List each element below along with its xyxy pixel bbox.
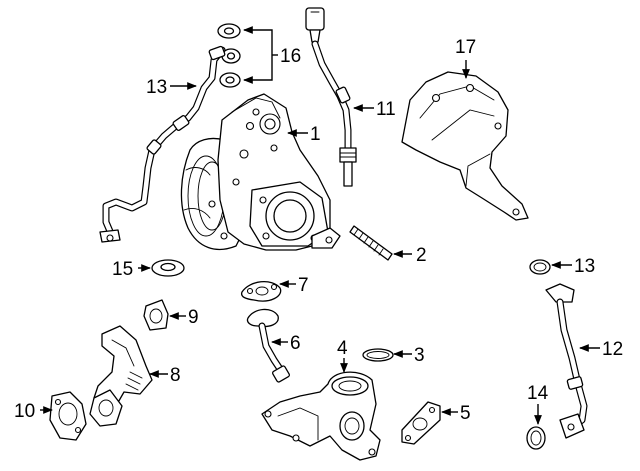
part-17-heat-shield bbox=[401, 71, 529, 221]
callout-7: 7 bbox=[298, 275, 309, 296]
part-2-stud bbox=[349, 225, 393, 261]
part-12-return-pipe bbox=[545, 283, 588, 439]
part-15-washer bbox=[151, 259, 185, 277]
callout-16: 16 bbox=[280, 46, 301, 67]
part-8-egr-pipe bbox=[89, 325, 153, 427]
callout-2: 2 bbox=[416, 245, 427, 266]
part-16-washers bbox=[217, 23, 241, 88]
part-1-turbocharger bbox=[180, 93, 341, 251]
callout-labels: 16 13 1 11 17 2 15 7 9 6 8 10 4 3 5 13 1… bbox=[14, 37, 623, 424]
part-3-seal bbox=[362, 348, 394, 362]
callout-10: 10 bbox=[14, 401, 35, 422]
part-13-seals bbox=[526, 259, 551, 450]
callout-13-top: 13 bbox=[574, 256, 595, 277]
callout-17: 17 bbox=[455, 37, 476, 58]
part-5-gasket bbox=[401, 401, 441, 445]
callout-6: 6 bbox=[290, 333, 301, 354]
callout-1: 1 bbox=[310, 124, 321, 145]
callout-3: 3 bbox=[414, 345, 425, 366]
callout-15: 15 bbox=[112, 259, 133, 280]
part-11-sensor bbox=[305, 7, 357, 187]
callout-9: 9 bbox=[188, 307, 199, 328]
leader-lines bbox=[40, 26, 600, 425]
part-10-gasket bbox=[49, 391, 87, 441]
callout-14: 13 bbox=[146, 77, 167, 98]
part-14-oil-line bbox=[99, 45, 226, 243]
part-9-gasket bbox=[143, 299, 169, 331]
callout-5: 5 bbox=[460, 403, 471, 424]
callout-13-bottom: 14 bbox=[527, 383, 549, 404]
callout-11: 11 bbox=[376, 99, 396, 120]
callout-8: 8 bbox=[170, 365, 181, 386]
callout-12: 12 bbox=[602, 339, 623, 360]
part-6-pipe bbox=[246, 308, 290, 383]
part-7-gasket bbox=[240, 281, 282, 302]
callout-4: 4 bbox=[337, 338, 348, 359]
part-4-adapter bbox=[261, 371, 381, 461]
